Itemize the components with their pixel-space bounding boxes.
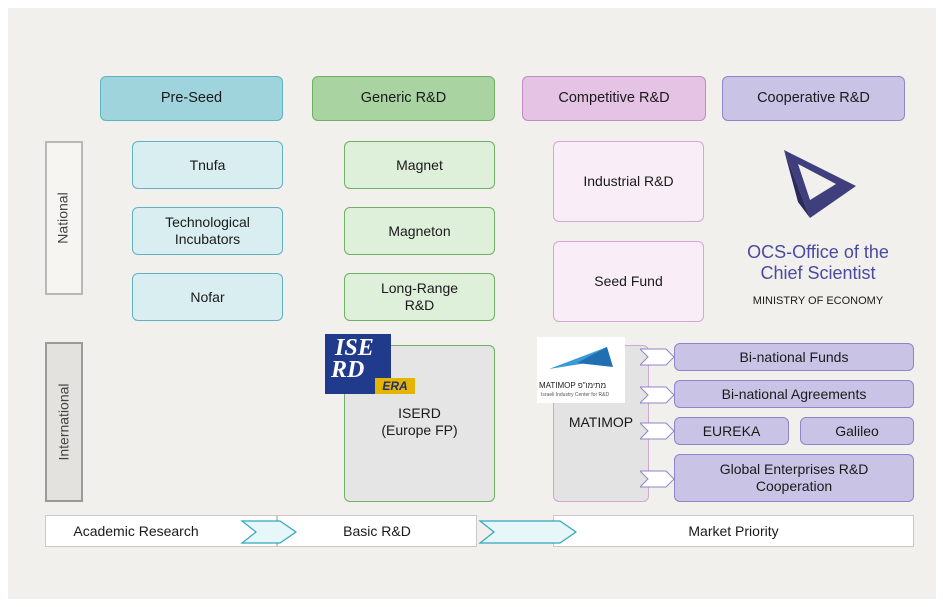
program-global-enterprises: Global Enterprises R&D Cooperation [674,454,914,502]
ocs-logo-icon [784,150,856,218]
program-magnet: Magnet [344,141,495,189]
iserd-label: ISERD (Europe FP) [381,405,458,438]
program-galileo: Galileo [800,417,914,445]
ocs-title: OCS-Office of the Chief Scientist [728,242,908,284]
row-label-national-text: National [55,192,71,244]
header-pre-seed: Pre-Seed [100,76,283,121]
pipeline-arrow-icon [478,520,578,544]
program-magneton: Magneton [344,207,495,255]
pipeline-academic-research: Academic Research [45,515,277,547]
program-binational-funds: Bi-national Funds [674,343,914,371]
header-generic-rd: Generic R&D [312,76,495,121]
pipeline-basic-rd: Basic R&D [277,515,477,547]
row-label-national: National [45,141,83,295]
iserd-logo-line1: ISE [335,335,374,361]
matimop-logo: MATIMOP מתימו"פ Israeli Industry Center … [537,337,625,403]
program-eureka: EUREKA [674,417,789,445]
iserd-logo-era: ERA [375,378,415,394]
program-industrial-rd: Industrial R&D [553,141,704,222]
header-competitive-rd: Competitive R&D [522,76,706,121]
chevron-arrow-icon [640,422,675,440]
ocs-subtitle: MINISTRY OF ECONOMY [752,295,884,307]
iserd-logo-line2: RD [331,357,365,383]
matimop-logo-latin: MATIMOP [539,381,576,390]
pipeline-market-priority: Market Priority [553,515,914,547]
matimop-logo-hebrew: מתימו"פ [577,381,607,390]
program-long-range-rd: Long-Range R&D [344,273,495,321]
program-binational-agreements: Bi-national Agreements [674,380,914,408]
program-technological-incubators: Technological Incubators [132,207,283,255]
program-seed-fund: Seed Fund [553,241,704,322]
matimop-logo-text: MATIMOP מתימו"פ [539,381,606,390]
header-cooperative-rd: Cooperative R&D [722,76,905,121]
chevron-arrow-icon [640,386,675,404]
matimop-wing-icon [549,347,613,369]
matimop-connectors [640,348,675,488]
pipeline-arrow-icon [240,520,298,544]
row-label-international: International [45,342,83,502]
matimop-logo-small: Israeli Industry Center for R&D [541,392,610,398]
program-nofar: Nofar [132,273,283,321]
chevron-arrow-icon [640,348,675,366]
ocs-title-line2: Chief Scientist [760,263,876,283]
chevron-arrow-icon [640,470,675,488]
program-tnufa: Tnufa [132,141,283,189]
ocs-title-line1: OCS-Office of the [747,242,889,262]
matimop-label: MATIMOP [568,414,634,430]
row-label-international-text: International [56,383,72,461]
